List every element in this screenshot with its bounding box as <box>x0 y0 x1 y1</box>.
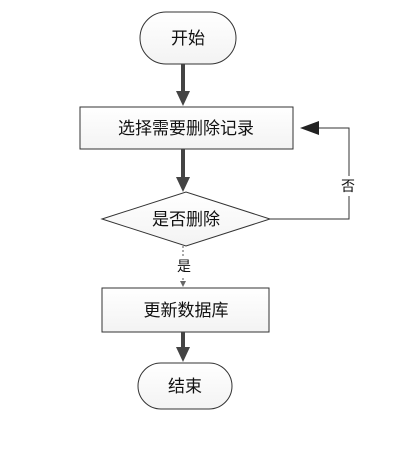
select-record-process-shape <box>79 106 294 150</box>
end-terminal-shape <box>137 362 233 410</box>
arrow-start-to-select <box>176 64 190 106</box>
select-record-node: 选择需要删除记录 <box>79 106 294 150</box>
delete-decision-node: 是否删除 <box>100 191 272 247</box>
start-terminal-shape <box>139 11 237 65</box>
end-node: 结束 <box>137 362 233 410</box>
edge-yes-label: 是 <box>177 259 191 275</box>
end-label: 结束 <box>168 377 202 397</box>
delete-decision-label: 是否删除 <box>152 210 220 230</box>
select-record-label: 选择需要删除记录 <box>118 119 254 139</box>
start-node: 开始 <box>139 11 237 65</box>
edge-no-loop: 否 <box>270 121 359 220</box>
arrow-select-to-decision <box>176 149 190 192</box>
update-database-label: 更新数据库 <box>144 301 229 321</box>
edge-no-label: 否 <box>341 179 355 195</box>
edge-yes: 是 <box>172 246 194 287</box>
update-database-process-shape <box>101 287 270 333</box>
start-label: 开始 <box>171 29 205 49</box>
arrow-update-to-end <box>176 332 190 362</box>
update-database-node: 更新数据库 <box>101 287 270 333</box>
